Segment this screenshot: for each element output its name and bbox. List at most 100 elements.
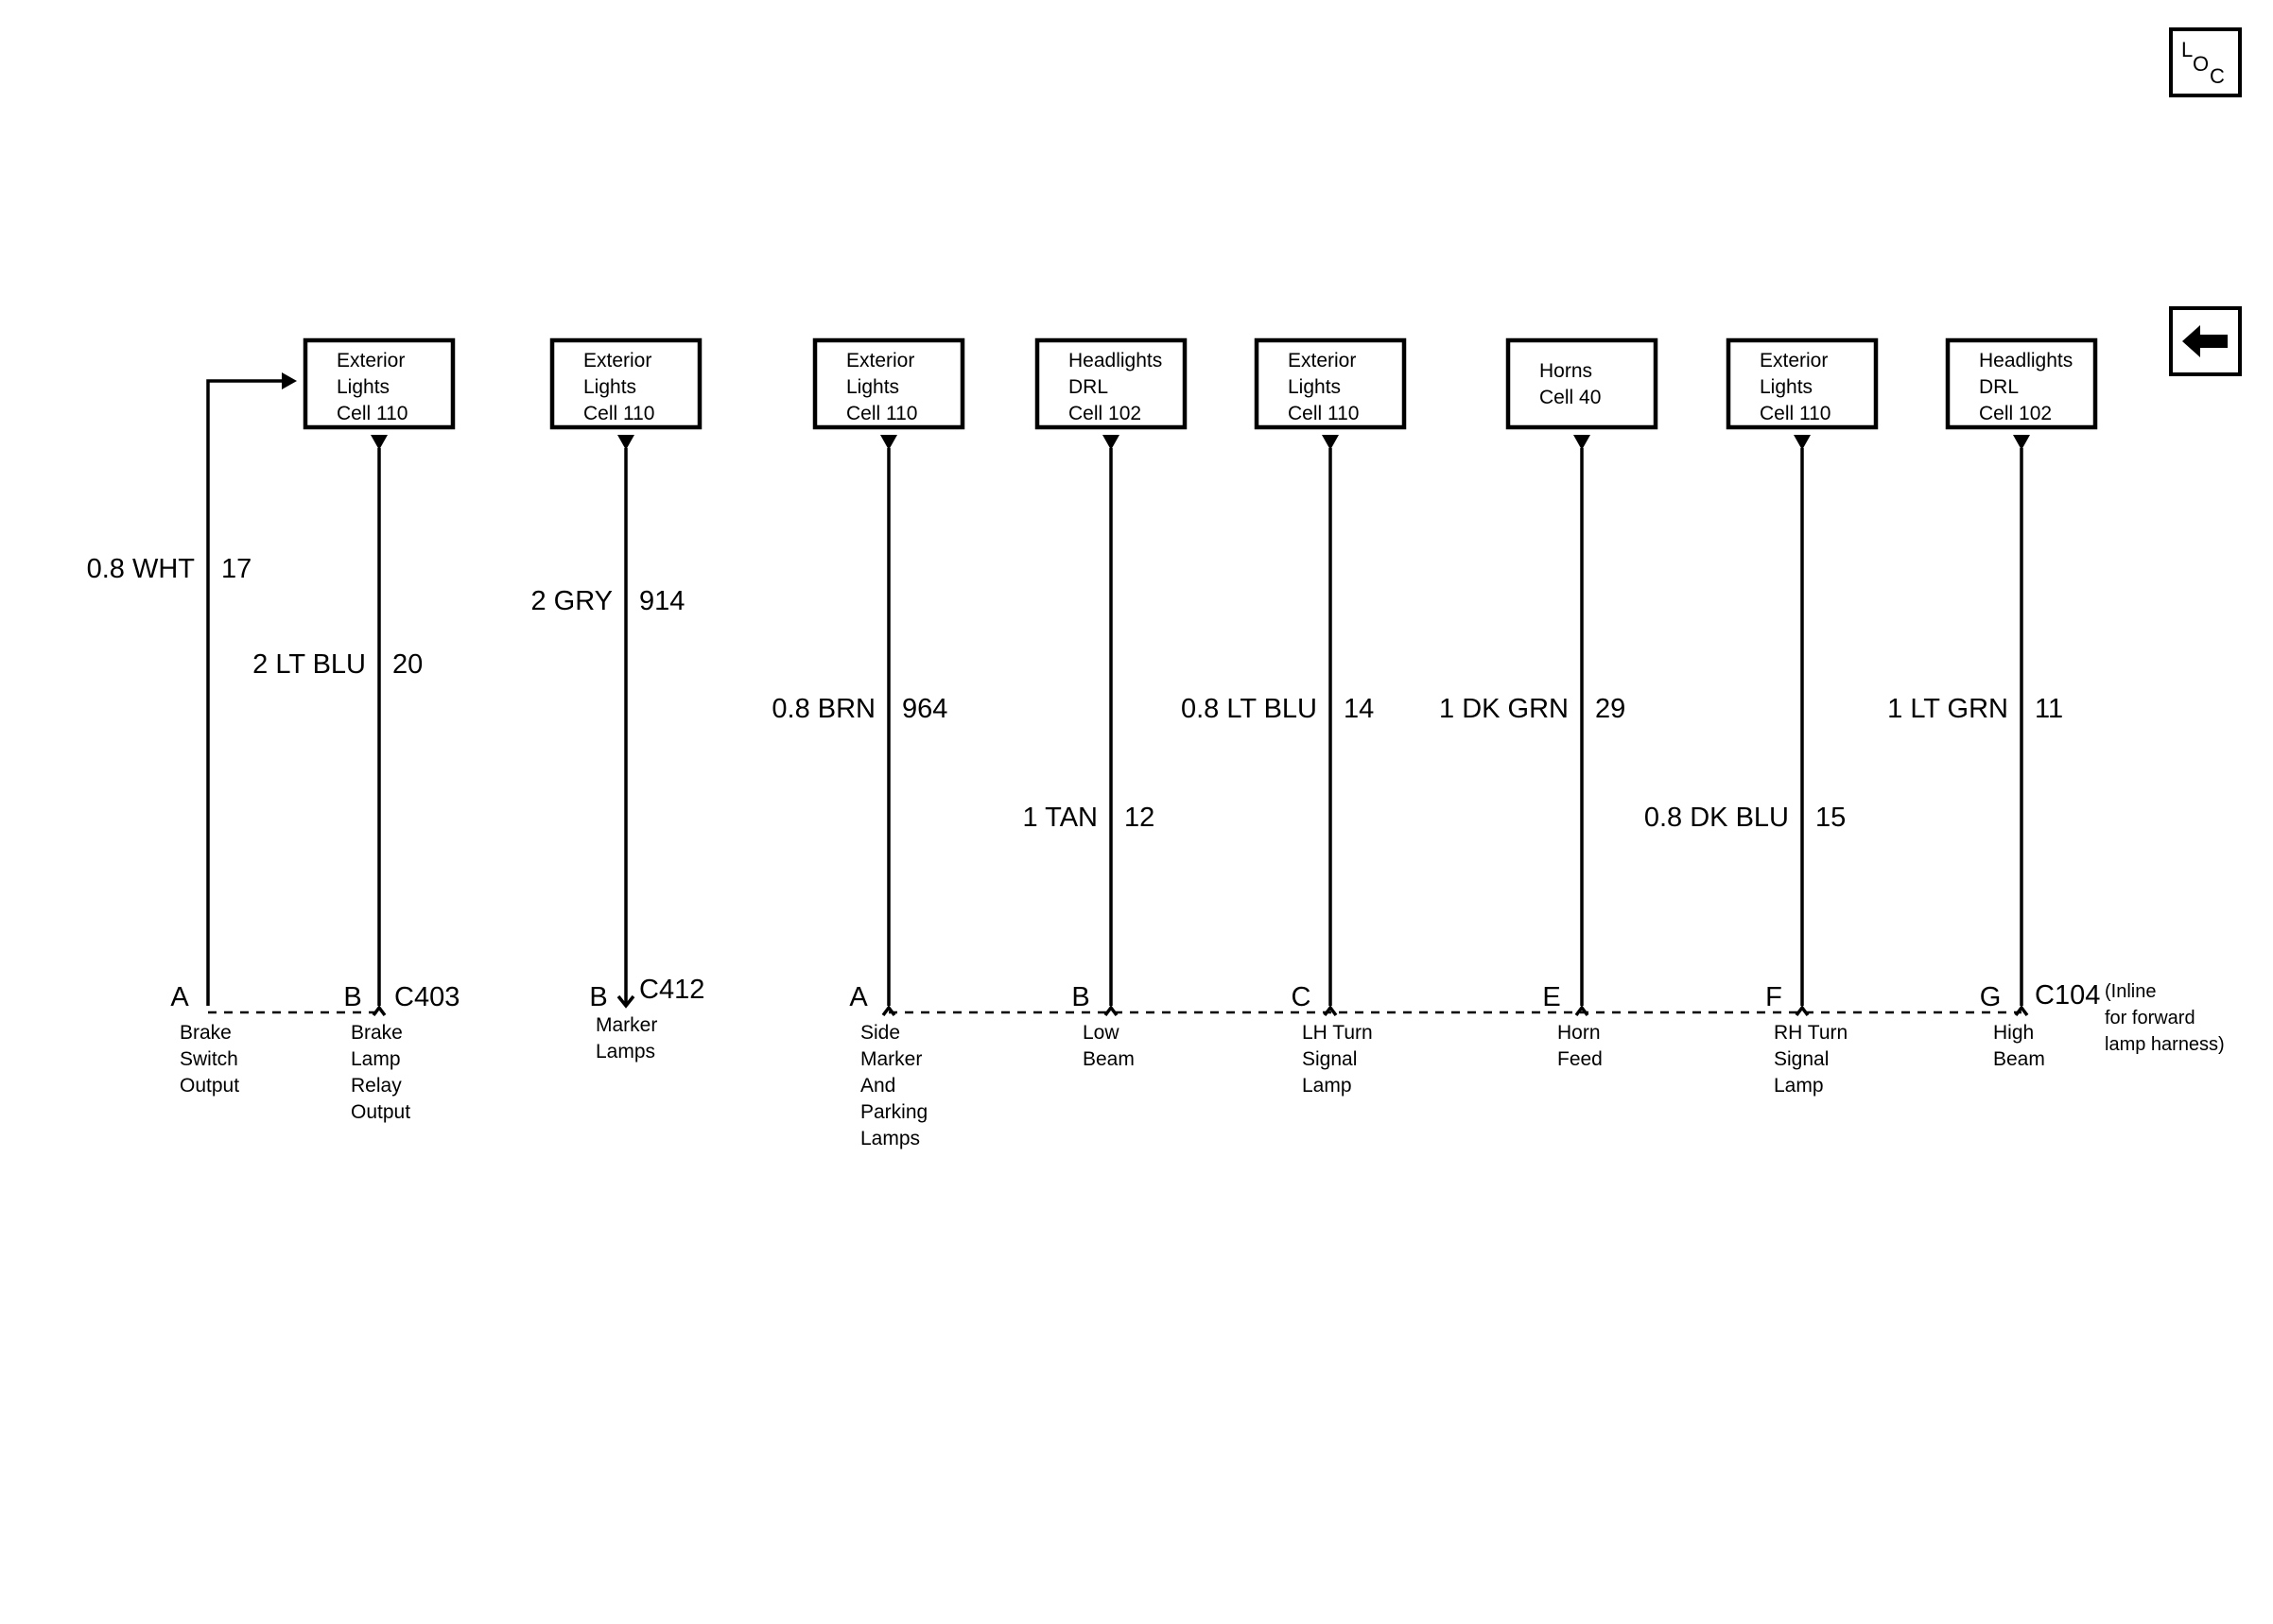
- pin-terminal-icon: [1795, 1005, 1810, 1017]
- connector-c104-label: C104: [2035, 980, 2100, 1011]
- source-box-label: Horns: [1539, 360, 1592, 382]
- pin-terminal-icon: [1323, 1005, 1338, 1017]
- source-box-label: Cell 102: [1979, 403, 2052, 424]
- pin-description: Output: [351, 1101, 410, 1123]
- pin-description: Output: [180, 1075, 239, 1097]
- source-box-label: Lights: [1760, 376, 1813, 398]
- arrow-head-icon: [1322, 435, 1339, 450]
- pin-description: Signal: [1302, 1048, 1357, 1070]
- pin-letter-label: B: [589, 982, 607, 1012]
- connector-c412-label: C412: [639, 975, 704, 1005]
- pin-description: RH Turn: [1774, 1022, 1848, 1044]
- pin-letter-label: E: [1542, 982, 1560, 1012]
- pin-letter-label: B: [343, 982, 361, 1012]
- source-box-label: DRL: [1979, 376, 2019, 398]
- pin-letter-label: A: [170, 982, 189, 1012]
- pin-description: Marker: [860, 1048, 922, 1070]
- pin-description: Low: [1083, 1022, 1119, 1044]
- source-box-label: Lights: [583, 376, 636, 398]
- pin-description: And: [860, 1075, 895, 1097]
- pin-letter-label: A: [849, 982, 868, 1012]
- source-box-label: Cell 110: [583, 403, 655, 424]
- source-box-label: Lights: [846, 376, 899, 398]
- source-box-label: Cell 110: [1760, 403, 1831, 424]
- connector-c403-label: C403: [394, 982, 460, 1012]
- circuit-number-label: 17: [221, 554, 252, 584]
- pin-description: Lamps: [596, 1041, 655, 1063]
- pin-terminal-icon: [881, 1005, 896, 1017]
- source-box-low-beam[interactable]: [1034, 337, 1188, 430]
- source-box-label: Cell 110: [337, 403, 408, 424]
- circuit-number-label: 914: [639, 586, 685, 616]
- circuit-number-label: 15: [1815, 803, 1846, 833]
- pin-description: Side: [860, 1022, 900, 1044]
- source-box-label: Lights: [337, 376, 390, 398]
- arrow-head-icon: [880, 435, 897, 450]
- left-arrow-icon: [2182, 325, 2228, 357]
- loc-button[interactable]: LOC: [2169, 27, 2242, 97]
- pin-description: Lamp: [1302, 1075, 1352, 1097]
- source-box-label: DRL: [1068, 376, 1108, 398]
- arrow-head-icon: [371, 435, 388, 450]
- wire-color-label: 1 LT GRN: [1887, 694, 2008, 724]
- wire-color-label: 2 GRY: [530, 586, 613, 616]
- wire-color-label: 2 LT BLU: [252, 649, 366, 680]
- source-box-label: Cell 40: [1539, 387, 1601, 408]
- source-box-label: Exterior: [337, 350, 405, 371]
- circuit-number-label: 20: [392, 649, 423, 680]
- pin-description: Brake: [351, 1022, 403, 1044]
- source-box-rh-turn[interactable]: [1726, 337, 1879, 430]
- pin-description: Feed: [1557, 1048, 1603, 1070]
- connector-c104-note: lamp harness): [2105, 1034, 2225, 1055]
- source-box-label: Headlights: [1979, 350, 2073, 371]
- source-box-label: Lights: [1288, 376, 1341, 398]
- pin-terminal-icon: [1574, 1005, 1589, 1017]
- source-box-marker-lamps[interactable]: [549, 337, 703, 430]
- pin-letter-label: B: [1071, 982, 1089, 1012]
- pin-description: Lamp: [351, 1048, 401, 1070]
- circuit-number-label: 14: [1344, 694, 1374, 724]
- wire-color-label: 1 DK GRN: [1439, 694, 1569, 724]
- open-arrow-icon: [616, 994, 635, 1009]
- pin-description: High: [1993, 1022, 2034, 1044]
- wire-color-label: 0.8 DK BLU: [1644, 803, 1789, 833]
- pin-description: Marker: [596, 1014, 657, 1036]
- pin-description: Beam: [1993, 1048, 2045, 1070]
- wire-brake-switch: [206, 379, 286, 1006]
- loc-letter: L: [2181, 38, 2193, 61]
- source-box-lh-turn[interactable]: [1254, 337, 1407, 430]
- source-box-horn-feed[interactable]: [1505, 337, 1658, 430]
- source-box-label: Cell 110: [1288, 403, 1360, 424]
- source-box-label: Headlights: [1068, 350, 1162, 371]
- arrow-head-icon: [282, 372, 297, 389]
- pin-description: Brake: [180, 1022, 232, 1044]
- source-box-label: Exterior: [1760, 350, 1828, 371]
- arrow-head-icon: [2013, 435, 2030, 450]
- circuit-number-label: 964: [902, 694, 947, 724]
- source-box-label: Exterior: [846, 350, 914, 371]
- pin-description: Relay: [351, 1075, 402, 1097]
- source-box-high-beam[interactable]: [1945, 337, 2098, 430]
- pin-description: Lamp: [1774, 1075, 1824, 1097]
- arrow-head-icon: [1102, 435, 1119, 450]
- pin-description: Signal: [1774, 1048, 1829, 1070]
- circuit-number-label: 11: [2035, 694, 2063, 724]
- source-box-brake-lamp-relay[interactable]: [303, 337, 456, 430]
- source-box-label: Exterior: [1288, 350, 1356, 371]
- back-button[interactable]: [2169, 306, 2242, 376]
- pin-description: Lamps: [860, 1128, 920, 1149]
- arrow-head-icon: [617, 435, 634, 450]
- source-box-side-marker[interactable]: [812, 337, 965, 430]
- wire-color-label: 1 TAN: [1022, 803, 1098, 833]
- pin-terminal-icon: [2014, 1005, 2029, 1017]
- source-box-label: Cell 102: [1068, 403, 1141, 424]
